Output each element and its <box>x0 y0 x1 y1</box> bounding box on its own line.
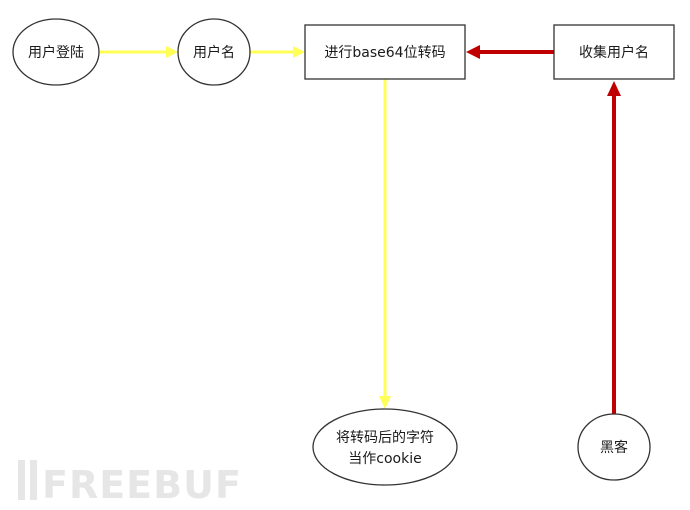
node-cookie-label-line2: 当作cookie <box>348 451 421 467</box>
arrow-hacker-to-collect <box>607 81 621 414</box>
node-base64-encode-label: 进行base64位转码 <box>324 45 445 61</box>
node-base64-encode: 进行base64位转码 <box>304 24 466 80</box>
node-hacker-shape <box>577 413 651 481</box>
node-collect-username: 收集用户名 <box>553 24 675 80</box>
node-collect-username-shape <box>553 24 675 80</box>
node-collect-username-label: 收集用户名 <box>579 44 649 61</box>
watermark-text: FREEBUF <box>42 463 242 507</box>
node-username-label: 用户名 <box>193 44 235 61</box>
node-hacker-label: 黑客 <box>600 439 628 456</box>
freebuf-watermark: FREEBUF <box>18 460 242 507</box>
node-cookie: 将转码后的字符 当作cookie <box>312 408 458 486</box>
node-user-login: 用户登陆 <box>12 18 100 86</box>
node-username-shape <box>177 18 251 86</box>
node-user-login-label: 用户登陆 <box>28 44 84 61</box>
node-user-login-shape <box>12 18 100 86</box>
arrow-username-to-encode <box>250 46 305 58</box>
node-cookie-shape <box>312 408 458 486</box>
node-base64-encode-shape <box>304 24 466 80</box>
node-hacker: 黑客 <box>577 413 651 481</box>
arrow-encode-to-cookie <box>379 79 391 409</box>
arrow-login-to-username <box>100 46 178 58</box>
arrow-collect-to-encode <box>466 45 554 59</box>
node-username: 用户名 <box>177 18 251 86</box>
node-cookie-label-line1: 将转码后的字符 <box>336 430 434 446</box>
